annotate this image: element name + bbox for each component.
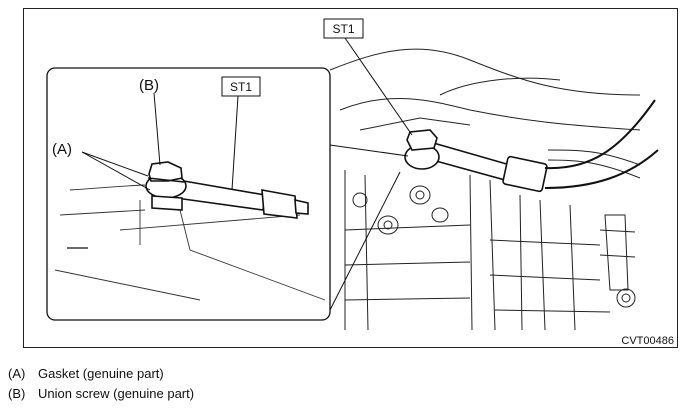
figure-code: CVT00486 bbox=[621, 335, 674, 347]
legend-key: (B) bbox=[8, 386, 26, 401]
union-screw-inset bbox=[145, 161, 187, 211]
union-screw-main bbox=[404, 129, 440, 170]
callout-label-b: (B) bbox=[139, 77, 159, 94]
parts-legend: (A) Gasket (genuine part) (B) Union scre… bbox=[8, 364, 194, 404]
inset-background-lines bbox=[54, 184, 326, 301]
st1-label-main: ST1 bbox=[332, 22, 354, 36]
leader-lines-inset bbox=[81, 92, 239, 191]
legend-key: (A) bbox=[8, 366, 26, 381]
inset-connector-top bbox=[329, 144, 409, 157]
legend-text: Gasket (genuine part) bbox=[38, 366, 164, 381]
st1-box-main bbox=[323, 18, 364, 39]
inset-connector-bottom bbox=[329, 171, 401, 311]
legend-text: Union screw (genuine part) bbox=[38, 386, 195, 401]
legend-item: (A) Gasket (genuine part) bbox=[8, 364, 194, 384]
st1-leader-main bbox=[344, 37, 413, 136]
legend-item: (B) Union screw (genuine part) bbox=[8, 384, 194, 404]
st1-box-inset bbox=[221, 76, 261, 97]
st1-label-inset: ST1 bbox=[230, 80, 252, 94]
callout-label-a: (A) bbox=[52, 141, 72, 158]
st1-tool-main bbox=[423, 99, 659, 193]
engine-assembly-drawing bbox=[329, 48, 641, 331]
